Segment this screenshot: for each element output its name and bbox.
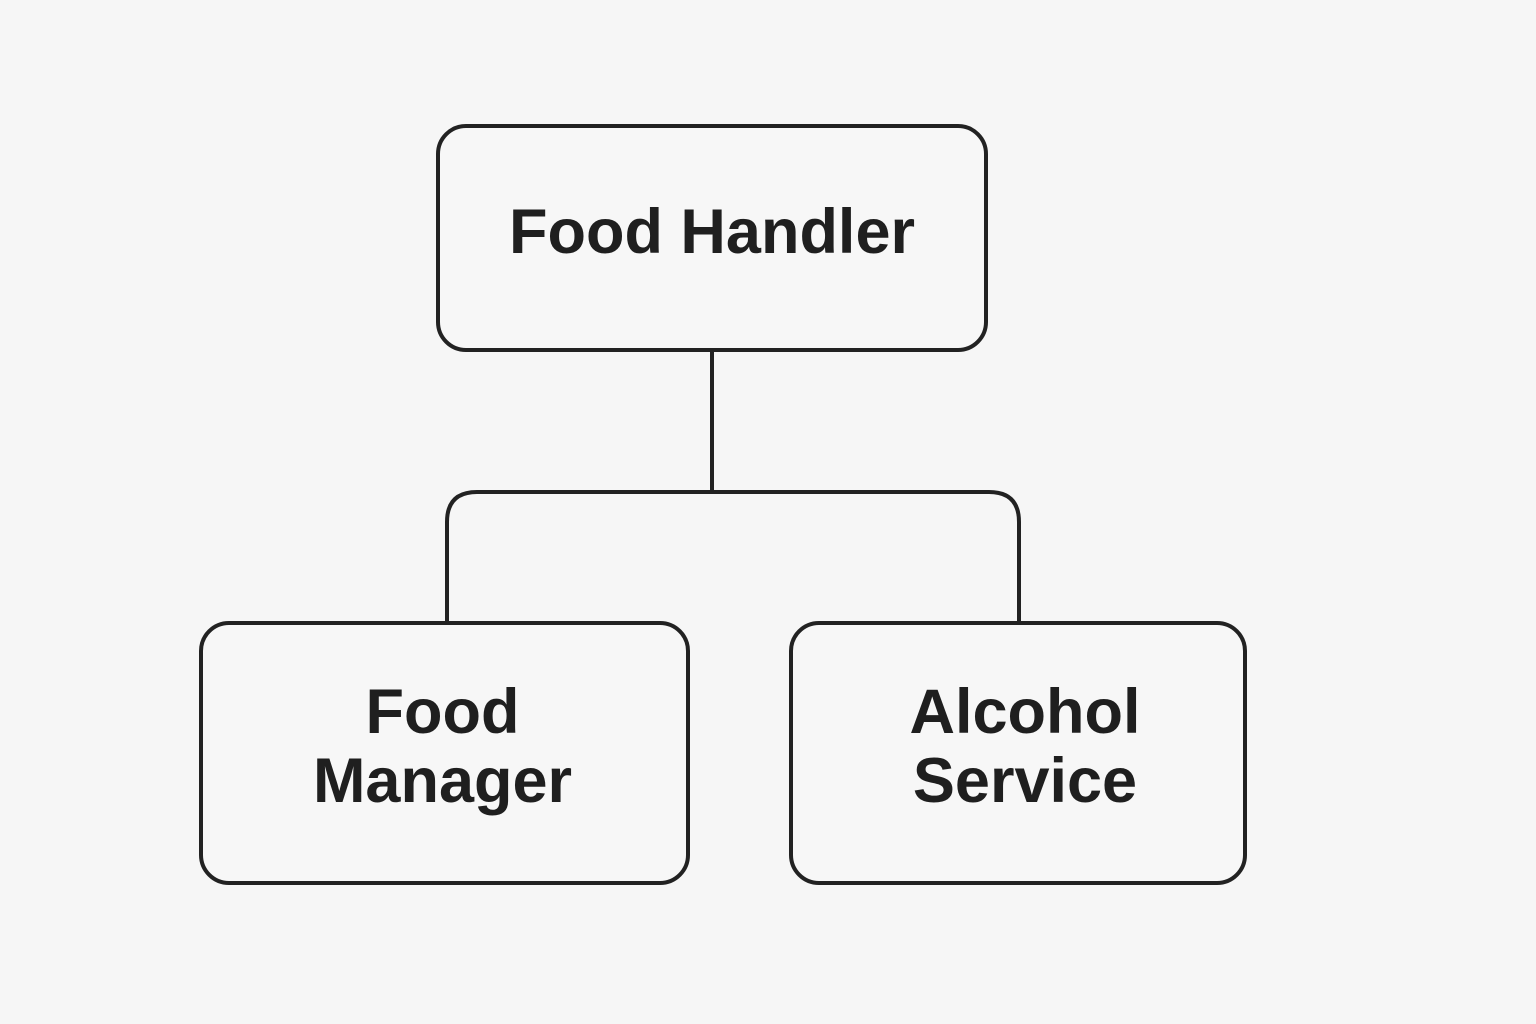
food-handler-node: Food Handler [436, 124, 988, 352]
food-manager-line-2: Manager [312, 746, 573, 816]
branch-connector [445, 490, 1021, 623]
food-manager-label: Food Manager [312, 676, 573, 817]
alcohol-service-label: Alcohol Service [909, 676, 1141, 817]
alcohol-service-line-2: Service [912, 746, 1138, 816]
alcohol-service-line-1: Alcohol [909, 676, 1141, 747]
food-handler-label: Food Handler [509, 196, 915, 267]
food-manager-node: Food Manager [199, 621, 690, 885]
food-manager-line-1: Food [365, 676, 520, 747]
alcohol-service-node: Alcohol Service [789, 621, 1247, 885]
